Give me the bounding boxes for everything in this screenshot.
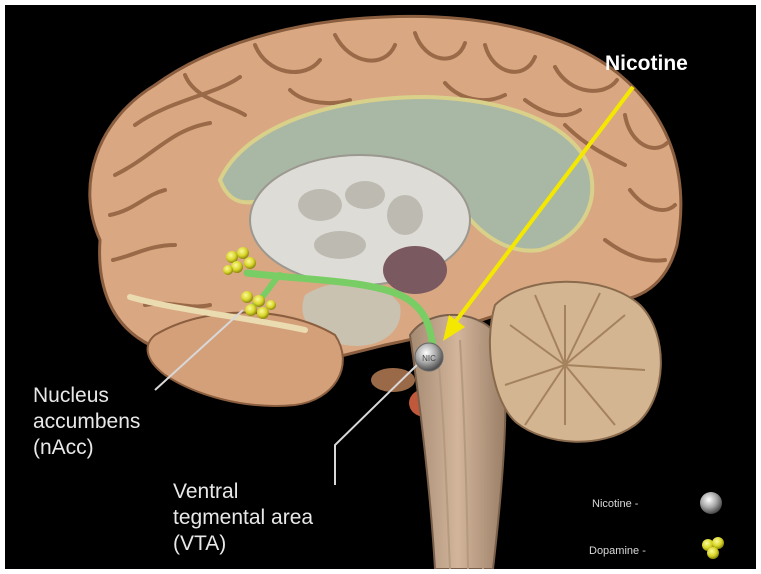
diagram-canvas: NIC Nicotine Nucleus accumbens (nAcc) Ve…	[5, 5, 756, 569]
cerebellum	[490, 282, 661, 442]
temporal-lobe	[148, 313, 343, 406]
nucleus-accumbens-label: Nucleus accumbens (nAcc)	[33, 383, 140, 461]
legend-dopamine-icon	[702, 537, 724, 559]
nic-ball-label: NIC	[422, 354, 436, 363]
nicotine-title: Nicotine	[605, 52, 688, 76]
brain-illustration: NIC	[5, 5, 756, 569]
legend-dopamine-label: Dopamine -	[589, 545, 646, 557]
hypothalamus	[383, 246, 447, 294]
vta-label: Ventral tegmental area (VTA)	[173, 479, 313, 557]
legend-nicotine-label: Nicotine -	[592, 498, 638, 510]
legend-nicotine-icon	[700, 492, 722, 514]
